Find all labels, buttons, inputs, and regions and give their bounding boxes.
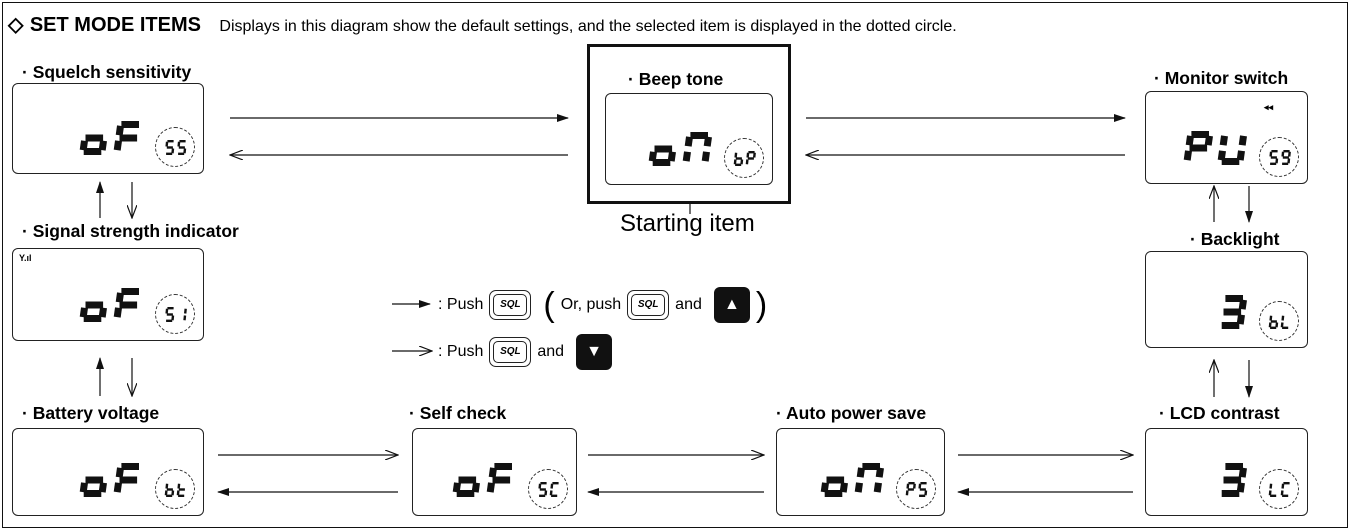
item-code-glyphs bbox=[538, 482, 559, 498]
item-code-circle bbox=[1259, 469, 1299, 509]
item-code-circle bbox=[155, 469, 195, 509]
sql-key-icon: SQL bbox=[627, 290, 670, 320]
label-monitor-switch: · Monitor switch bbox=[1154, 68, 1289, 88]
lcd-main-digits bbox=[820, 463, 884, 497]
item-code-glyphs bbox=[733, 151, 756, 167]
legend-push-label: : Push bbox=[438, 296, 484, 313]
section-description: Displays in this diagram show the defaul… bbox=[219, 18, 957, 35]
lcd-main-digits bbox=[1221, 295, 1247, 329]
sql-key-icon: SQL bbox=[489, 337, 532, 367]
lcd-main-digits bbox=[79, 463, 139, 497]
sql-key-icon: SQL bbox=[489, 290, 532, 320]
label-self-check: · Self check bbox=[409, 403, 507, 423]
lcd-main-digits bbox=[1183, 131, 1247, 165]
item-code-circle bbox=[1259, 301, 1299, 341]
lcd-signal-strength: Y.ıl bbox=[12, 248, 204, 341]
lcd-main-digits bbox=[79, 121, 139, 155]
lcd-main-digits bbox=[1221, 463, 1247, 497]
label-lcd-contrast: · LCD contrast bbox=[1159, 403, 1280, 423]
up-arrow-key-icon: ▲ bbox=[713, 287, 750, 323]
lcd-monitor-switch: ◂◂ bbox=[1145, 91, 1308, 184]
item-code-glyphs bbox=[1269, 150, 1291, 166]
signal-strength-icon: Y.ıl bbox=[19, 253, 32, 263]
label-backlight: · Backlight bbox=[1190, 229, 1280, 249]
legend-and-label: and bbox=[675, 296, 702, 313]
item-code-glyphs bbox=[164, 483, 185, 498]
label-auto-power-save: · Auto power save bbox=[776, 403, 927, 423]
item-code-circle bbox=[155, 127, 195, 167]
item-code-glyphs bbox=[1268, 315, 1289, 330]
lcd-beep-tone bbox=[605, 93, 773, 185]
item-code-glyphs bbox=[905, 482, 928, 498]
legend-row-backward: : Push SQL and ▼ bbox=[438, 333, 613, 371]
diamond-icon: ◇ bbox=[8, 14, 24, 36]
lcd-main-digits bbox=[79, 288, 139, 322]
open-paren: ( bbox=[543, 285, 555, 324]
label-signal-strength: · Signal strength indicator bbox=[22, 221, 239, 241]
starting-item-label: Starting item bbox=[620, 210, 755, 237]
down-arrow-key-icon: ▼ bbox=[576, 334, 613, 370]
starting-item-highlight-box bbox=[587, 44, 791, 204]
legend-or-push-label: Or, push bbox=[560, 296, 622, 313]
item-code-circle bbox=[528, 469, 568, 509]
item-code-circle bbox=[1259, 137, 1299, 177]
legend-row-forward: : Push SQL ( Or, push SQL and ▲ ) bbox=[438, 283, 767, 327]
item-code-glyphs bbox=[165, 307, 187, 323]
item-code-glyphs bbox=[1268, 482, 1290, 498]
item-code-circle bbox=[724, 138, 764, 178]
lcd-main-digits bbox=[648, 132, 712, 166]
section-title: SET MODE ITEMS bbox=[29, 14, 201, 36]
close-paren: ) bbox=[755, 285, 768, 324]
lcd-main-digits bbox=[452, 463, 512, 497]
lcd-squelch-sensitivity bbox=[12, 83, 204, 174]
item-code-circle bbox=[155, 294, 195, 334]
lcd-backlight bbox=[1145, 251, 1308, 348]
header: ◇ SET MODE ITEMS Displays in this diagra… bbox=[8, 12, 957, 37]
label-squelch-sensitivity: · Squelch sensitivity bbox=[22, 62, 192, 82]
label-battery-voltage: · Battery voltage bbox=[22, 403, 160, 423]
lcd-auto-power-save bbox=[776, 428, 945, 516]
label-beep-tone: · Beep tone bbox=[628, 69, 724, 89]
speaker-icon: ◂◂ bbox=[1263, 102, 1273, 112]
item-code-circle bbox=[896, 469, 936, 509]
legend-push-label: : Push bbox=[438, 343, 484, 360]
lcd-lcd-contrast bbox=[1145, 428, 1308, 516]
item-code-glyphs bbox=[165, 140, 187, 156]
lcd-self-check bbox=[412, 428, 577, 516]
legend-and-label: and bbox=[537, 343, 565, 360]
lcd-battery-voltage bbox=[12, 428, 204, 516]
